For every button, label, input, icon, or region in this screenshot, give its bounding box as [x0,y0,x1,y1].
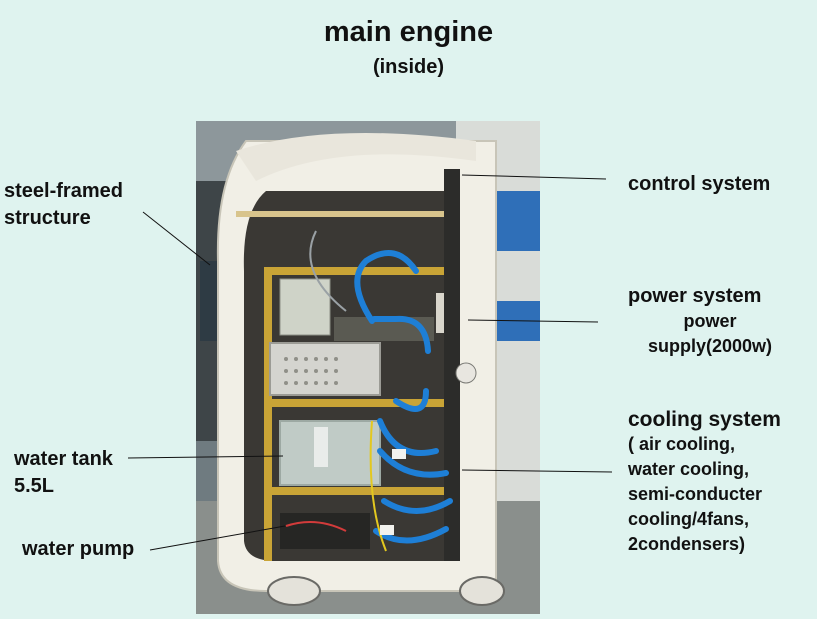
diagram-subtitle: (inside) [372,56,445,78]
pointer-line-water-tank [127,455,284,459]
label-power-system: power system [628,285,762,307]
pointer-line-power-system [467,319,599,323]
pointer-line-steel-frame [142,211,211,266]
label-cooling-details: ( air cooling, water cooling, semi-condu… [628,434,763,554]
label-water-pump: water pump [22,538,135,560]
label-steel-frame: steel-framed structure [4,180,123,229]
label-control-system: control system [628,173,771,195]
diagram-title: main engine [323,16,494,48]
pointer-line-cooling-system [461,469,613,473]
label-water-tank: water tank 5.5L [14,448,113,497]
pointer-line-water-pump [149,525,286,551]
label-cooling-system: cooling system [628,408,781,431]
label-power-supply: power supply(2000w) [647,311,773,356]
pointer-line-control-system [461,174,607,180]
